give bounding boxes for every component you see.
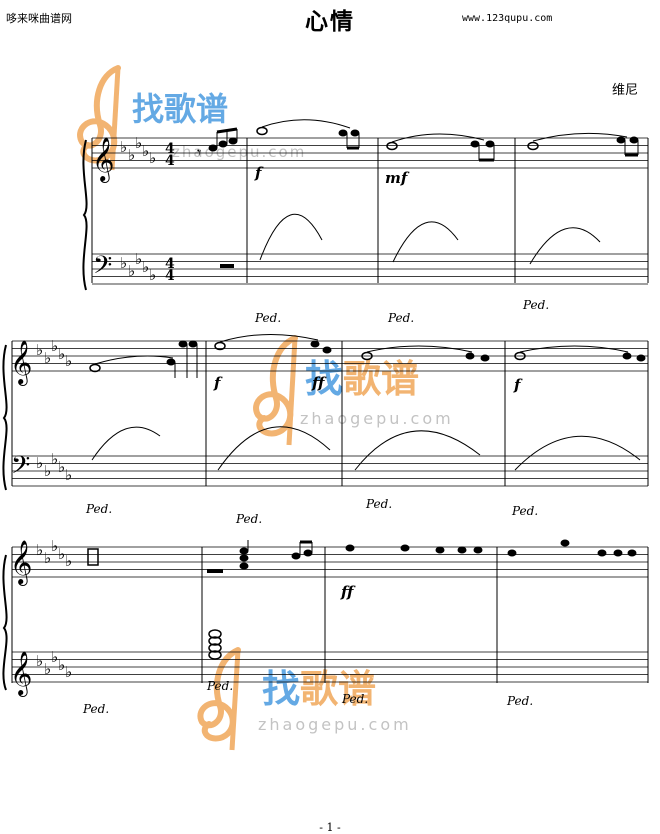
flat-icon: ♭ [128,262,135,280]
flat-icon: ♭ [51,450,58,468]
flat-icon: ♭ [51,537,58,555]
time-signatures: 4 4 4 4 [165,141,175,284]
flat-icon: ♭ [58,545,65,563]
time-sig-top: 4 [165,256,175,272]
brace-system-3 [2,554,8,691]
melody-notes: 𝄾 [87,119,646,573]
watermark-domain-text: zhaogepu.com [300,409,454,428]
page-title: 心情 [305,9,355,35]
system-braces [2,139,88,691]
flat-icon: ♭ [36,652,43,670]
watermark-brand-text: 找歌谱 [262,666,376,711]
pedal-mark: Ped. [82,702,109,716]
accompaniment-notes [91,213,641,660]
composer-name: 维尼 [612,83,639,98]
flat-icon: ♭ [58,458,65,476]
pedal-mark: Ped. [387,311,414,325]
pedal-mark: Ped. [522,298,549,312]
treble-clef-icon: 𝄞 [92,137,114,183]
watermark-domain-text: zhaogepu.com [258,715,412,734]
treble-clef-icon: 𝄞 [10,340,32,386]
flat-icon: ♭ [36,541,43,559]
time-sig-bottom: 4 [165,153,175,169]
site-name-left: 哆来咪曲谱网 [6,12,72,25]
pedal-marks: Ped. Ped. Ped. Ped. Ped. Ped. Ped. Ped. … [82,298,549,716]
bass-clef-icon: 𝄢 [11,451,30,486]
flat-icon: ♭ [44,660,51,678]
flat-icon: ♭ [51,337,58,355]
flat-icon: ♭ [120,254,127,272]
flat-icon: ♭ [51,648,58,666]
flat-icon: ♭ [44,549,51,567]
treble-clef-icon: 𝄞 [10,651,32,697]
eighth-rest-icon: 𝄾 [197,143,201,162]
brace-system-2 [2,344,8,491]
pedal-mark: Ped. [235,512,262,526]
treble-clef-watermark-icon [253,335,298,446]
dynamic-marking: ff [340,583,356,601]
key-signatures: ♭♭♭♭♭ ♭♭♭♭♭ ♭♭♭♭♭ ♭♭♭♭♭ ♭♭♭♭♭ ♭♭♭♭♭ [36,134,156,681]
flat-icon: ♭ [120,138,127,156]
flat-icon: ♭ [44,462,51,480]
pedal-mark: Ped. [506,694,533,708]
flat-icon: ♭ [44,349,51,367]
flat-icon: ♭ [36,341,43,359]
treble-clef-watermark-icon [197,647,241,751]
pedal-mark: Ped. [341,692,368,706]
dynamics: f mf f ff f ff [213,164,523,601]
dynamic-marking: f [213,374,223,392]
site-url-right: www.123qupu.com [462,13,553,24]
time-sig-bottom: 4 [165,268,175,284]
flat-icon: ♭ [36,454,43,472]
flat-icon: ♭ [65,352,72,370]
clefs: 𝄞 𝄢 𝄞 𝄢 𝄞 𝄞 [10,137,114,697]
brace-system-1 [82,139,88,291]
flat-icon: ♭ [142,142,149,160]
staff-lines [12,137,648,683]
flat-icon: ♭ [58,656,65,674]
watermark-domain-text: zhaogepu.com [172,143,306,161]
time-sig-top: 4 [165,141,175,157]
flat-icon: ♭ [149,149,156,167]
flat-icon: ♭ [128,146,135,164]
bass-clef-icon: 𝄢 [93,251,112,286]
flat-icon: ♭ [149,266,156,284]
dynamic-marking: f [513,376,523,394]
watermark-2: 找歌谱 zhaogepu.com [253,335,454,446]
flat-icon: ♭ [65,552,72,570]
flat-icon: ♭ [58,345,65,363]
flat-icon: ♭ [65,466,72,484]
watermark-1: 找歌谱 zhaogepu.com [77,65,306,171]
flat-icon: ♭ [65,663,72,681]
dynamic-marking: mf [385,169,410,187]
watermark-3: 找歌谱 zhaogepu.com [197,647,412,751]
pedal-mark: Ped. [365,497,392,511]
dynamic-marking: f [254,164,264,182]
watermark-brand-text: 找歌谱 [132,90,228,128]
flat-icon: ♭ [135,250,142,268]
flat-icon: ♭ [135,134,142,152]
dynamic-marking: ff [311,374,327,392]
pedal-mark: Ped. [254,311,281,325]
treble-clef-icon: 𝄞 [10,540,32,586]
barlines [11,138,649,683]
flat-icon: ♭ [142,258,149,276]
pedal-mark: Ped. [206,679,233,693]
pedal-mark: Ped. [85,502,112,516]
page-number: - 1 - [319,821,341,834]
pedal-mark: Ped. [511,504,538,518]
